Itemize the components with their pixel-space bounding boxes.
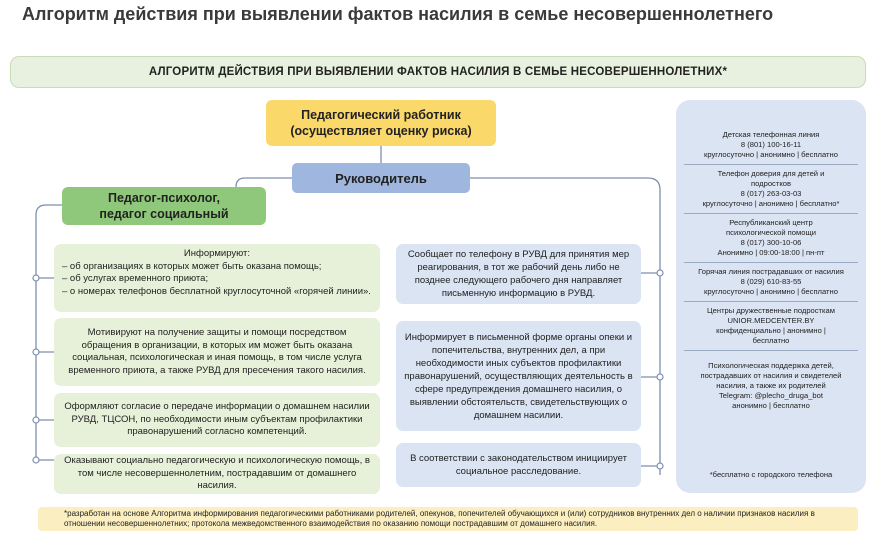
head-box: Руководитель	[292, 163, 470, 193]
inform-box: Информируют: – об организациях в которых…	[54, 244, 380, 312]
helpline-line: подростков	[751, 179, 791, 188]
report-box: Сообщает по телефону в РУВД для принятия…	[396, 244, 641, 304]
helpline-line: Центры дружественные подросткам	[707, 306, 835, 315]
teacher-box-subtitle: (осуществляет оценку риска)	[290, 124, 472, 138]
support-text: Оказывают социально педагогическую и пси…	[64, 455, 370, 492]
helpline-line: Горячая линия пострадавших от насилия	[698, 267, 844, 276]
helpline-phone: 8 (029) 610-83-55	[740, 277, 802, 286]
head-box-label: Руководитель	[335, 170, 427, 186]
helpline-phone: 8 (017) 263-03-03	[740, 189, 802, 198]
inform-title: Информируют:	[183, 248, 251, 259]
teacher-box: Педагогический работник (осуществляет оц…	[266, 100, 496, 146]
psychologist-box-title: Педагог-психолог,	[107, 191, 220, 205]
helpline-entry: Психологическая поддержка детей, пострад…	[684, 351, 858, 415]
helpline-entry: Телефон доверия для детей и подростков 8…	[684, 165, 858, 214]
support-box: Оказывают социально педагогическую и пси…	[54, 454, 380, 494]
algorithm-banner: АЛГОРИТМ ДЕЙСТВИЯ ПРИ ВЫЯВЛЕНИИ ФАКТОВ Н…	[10, 56, 866, 88]
bottom-footnote-text: *разработан на основе Алгоритма информир…	[64, 509, 815, 528]
helpline-line: Республиканский центр	[729, 218, 813, 227]
helpline-line: круглосуточно | анонимно | бесплатно	[704, 287, 838, 296]
psychologist-box: Педагог-психолог, педагог социальный	[62, 187, 266, 225]
helpline-telegram: Telegram: @plecho_druga_bot	[719, 391, 823, 400]
inform-item: – об организациях в которых может быть о…	[62, 260, 322, 272]
psychologist-box-subtitle: педагог социальный	[99, 207, 229, 221]
helpline-line: Психологическая поддержка детей,	[708, 361, 834, 370]
helpline-line: Детская телефонная линия	[722, 130, 820, 139]
helpline-line: круглосуточно | анонимно | бесплатно	[704, 150, 838, 159]
helpline-entry: Республиканский центр психологической по…	[684, 214, 858, 263]
notify-box: Информирует в письменной форме органы оп…	[396, 321, 641, 431]
motivate-box: Мотивируют на получение защиты и помощи …	[54, 318, 380, 386]
helpline-line: бесплатно	[752, 336, 790, 345]
motivate-text: Мотивируют на получение защиты и помощи …	[68, 327, 366, 376]
helpline-line: Телефон доверия для детей и	[717, 169, 825, 178]
helpline-phone: 8 (017) 300-10-06	[740, 238, 802, 247]
page-title: Алгоритм действия при выявлении фактов н…	[22, 4, 774, 24]
initiate-text: В соответствии с законодательством иници…	[410, 453, 627, 477]
inform-item: – об услугах временного приюта;	[62, 273, 209, 284]
helpline-line: Анонимно | 09:00-18:00 | пн-пт	[717, 248, 825, 257]
helpline-entry: Центры дружественные подросткам UNIOR.ME…	[684, 302, 858, 351]
helpline-line: круглосуточно | анонимно | бесплатно*	[702, 199, 840, 208]
consent-text: Оформляют согласие о передаче информации…	[64, 401, 370, 438]
helpline-line: насилия, а также их родителей	[716, 381, 826, 390]
bottom-footnote: *разработан на основе Алгоритма информир…	[38, 507, 858, 531]
helpline-entry: Детская телефонная линия 8 (801) 100-16-…	[684, 126, 858, 165]
banner-text: АЛГОРИТМ ДЕЙСТВИЯ ПРИ ВЫЯВЛЕНИИ ФАКТОВ Н…	[148, 66, 728, 78]
report-text: Сообщает по телефону в РУВД для принятия…	[407, 249, 630, 299]
helplines-footnote: *бесплатно с городского телефона	[709, 470, 833, 479]
helpline-entry: Горячая линия пострадавших от насилия 8 …	[684, 263, 858, 302]
inform-item: – о номерах телефонов бесплатной круглос…	[62, 285, 371, 297]
helpline-line: психологической помощи	[726, 228, 816, 237]
notify-text: Информирует в письменной форме органы оп…	[404, 331, 633, 421]
consent-box: Оформляют согласие о передаче информации…	[54, 393, 380, 447]
helpline-line: пострадавших от насилия и свидетелей	[700, 371, 842, 380]
helpline-website: UNIOR.MEDCENTER.BY	[727, 316, 815, 325]
helpline-line: анонимно | бесплатно	[732, 401, 810, 410]
helpline-phone: 8 (801) 100-16-11	[740, 140, 802, 149]
helpline-line: конфиденциально | анонимно |	[716, 326, 826, 335]
helplines-panel: Детская телефонная линия 8 (801) 100-16-…	[676, 100, 866, 493]
initiate-box: В соответствии с законодательством иници…	[396, 443, 641, 487]
teacher-box-title: Педагогический работник	[301, 108, 461, 122]
